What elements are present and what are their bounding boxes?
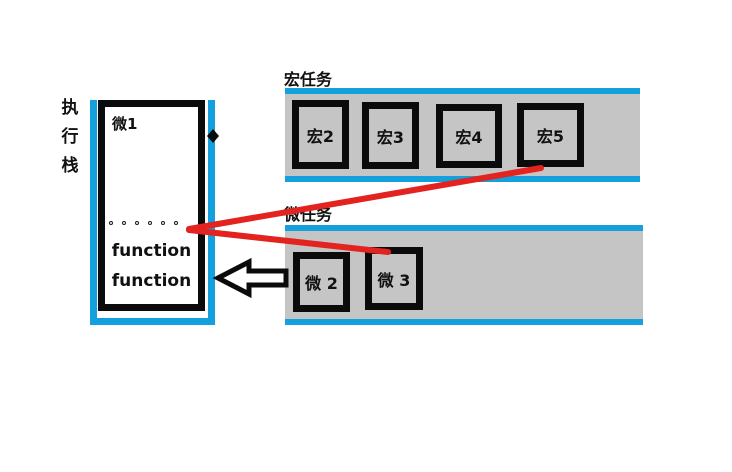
stack-ellipsis-dots — [109, 221, 178, 225]
stack-frame-function-2: function — [111, 271, 192, 291]
dot-icon — [174, 221, 178, 225]
micro-task-label: 微任务 — [284, 205, 333, 224]
macro-task-box-5: 宏5 — [517, 103, 584, 167]
macro-task-box-3: 宏3 — [362, 102, 419, 169]
execution-stack-frame: 微1 function function — [98, 100, 205, 311]
dot-icon — [122, 221, 126, 225]
micro-task-box-2: 微 2 — [293, 252, 350, 312]
stack-frame-function-1: function — [111, 241, 192, 261]
micro-task-box-3: 微 3 — [365, 247, 423, 310]
dot-icon — [135, 221, 139, 225]
stack-item-micro1: 微1 — [112, 115, 138, 133]
macro-task-label: 宏任务 — [284, 70, 333, 89]
hollow-arrow-microqueue-to-stack — [212, 257, 289, 299]
dot-icon — [161, 221, 165, 225]
macro-task-box-4: 宏4 — [436, 104, 502, 168]
macro-task-box-2: 宏2 — [292, 100, 349, 169]
dot-icon — [109, 221, 113, 225]
execution-stack-label: 执行栈 — [61, 98, 79, 176]
dot-icon — [148, 221, 152, 225]
